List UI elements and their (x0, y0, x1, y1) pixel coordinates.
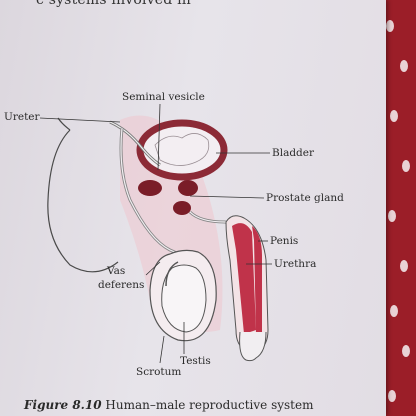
bladder (136, 119, 228, 181)
top-text-fragment: c systems involved in (36, 0, 192, 8)
glans (239, 331, 267, 362)
testis (161, 264, 207, 333)
penis-tissue (232, 223, 256, 334)
body-outline (47, 129, 119, 273)
label-ureter: Ureter (4, 111, 41, 123)
bladder-inner (154, 133, 210, 166)
figure-number: Figure 8.10 (24, 398, 102, 412)
figure-caption: Figure 8.10 Human–male reproductive syst… (24, 398, 313, 412)
label-deferens: deferens (98, 279, 144, 291)
background-cloth (384, 0, 416, 416)
label-urethra: Urethra (274, 258, 316, 270)
seminal-vesicle-right (178, 180, 198, 196)
label-testis: Testis (180, 355, 211, 367)
epididymis (165, 261, 179, 287)
prostate-gland (173, 201, 191, 215)
book-page: c systems involved in (0, 0, 386, 416)
label-penis: Penis (270, 235, 298, 247)
seminal-vesicle-left (138, 180, 162, 196)
label-scrotum: Scrotum (136, 366, 181, 378)
label-seminal-vesicle: Seminal vesicle (122, 91, 205, 103)
reproductive-system-diagram: Seminal vesicle Ureter Bladder Prostate … (4, 91, 344, 378)
label-vas: Vas (106, 265, 125, 277)
label-bladder: Bladder (272, 147, 315, 159)
ureter-inner (109, 121, 161, 166)
penis-tissue-2 (252, 226, 262, 334)
figure-caption-text: Human–male reproductive system (101, 398, 314, 412)
label-prostate-gland: Prostate gland (266, 192, 344, 204)
